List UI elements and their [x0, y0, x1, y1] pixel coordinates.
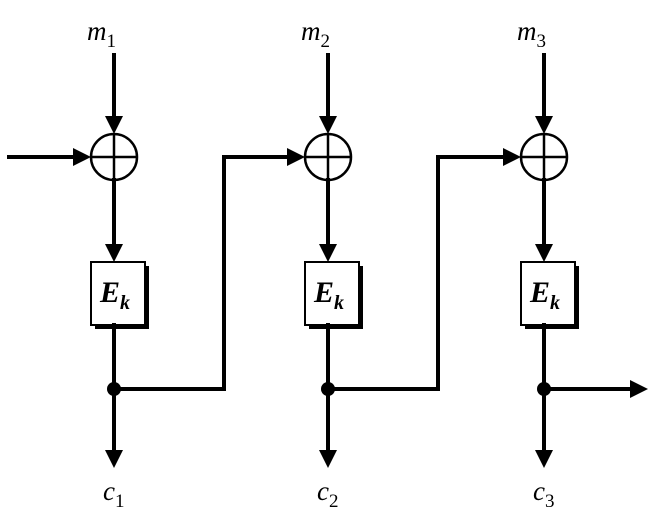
output-arrow-icon — [630, 380, 648, 398]
xor-arrow-icon — [535, 244, 553, 262]
ciphertext-label-1: c1 — [103, 476, 124, 512]
ciphertext-arrow-icon — [535, 450, 553, 468]
plaintext-subscript: 1 — [107, 31, 117, 52]
plaintext-arrow-icon — [105, 116, 123, 134]
ciphertext-label-2: c2 — [317, 476, 338, 512]
plaintext-subscript: 2 — [321, 31, 331, 52]
plaintext-label-2: m2 — [301, 16, 330, 52]
plaintext-arrow-icon — [319, 116, 337, 134]
key-subscript: k — [120, 292, 130, 314]
key-subscript: k — [550, 292, 560, 314]
block-cipher-box-3 — [520, 261, 576, 326]
ciphertext-arrow-icon — [319, 450, 337, 468]
plaintext-label-3: m3 — [517, 16, 546, 52]
plaintext-subscript: 3 — [537, 31, 547, 52]
ciphertext-label-3: c3 — [533, 476, 554, 512]
block-cipher-box-1 — [90, 261, 146, 326]
xor-arrow-icon — [319, 244, 337, 262]
ciphertext-subscript: 3 — [545, 491, 555, 512]
chain-arrow-icon — [287, 148, 305, 166]
ciphertext-subscript: 1 — [115, 491, 125, 512]
xor-arrow-icon — [105, 244, 123, 262]
ciphertext-arrow-icon — [105, 450, 123, 468]
plaintext-arrow-icon — [535, 116, 553, 134]
block-cipher-box-2 — [304, 261, 360, 326]
iv-arrow-icon — [73, 148, 91, 166]
ciphertext-subscript: 2 — [329, 491, 339, 512]
key-subscript: k — [334, 292, 344, 314]
plaintext-label-1: m1 — [87, 16, 116, 52]
chain-arrow-icon — [503, 148, 521, 166]
